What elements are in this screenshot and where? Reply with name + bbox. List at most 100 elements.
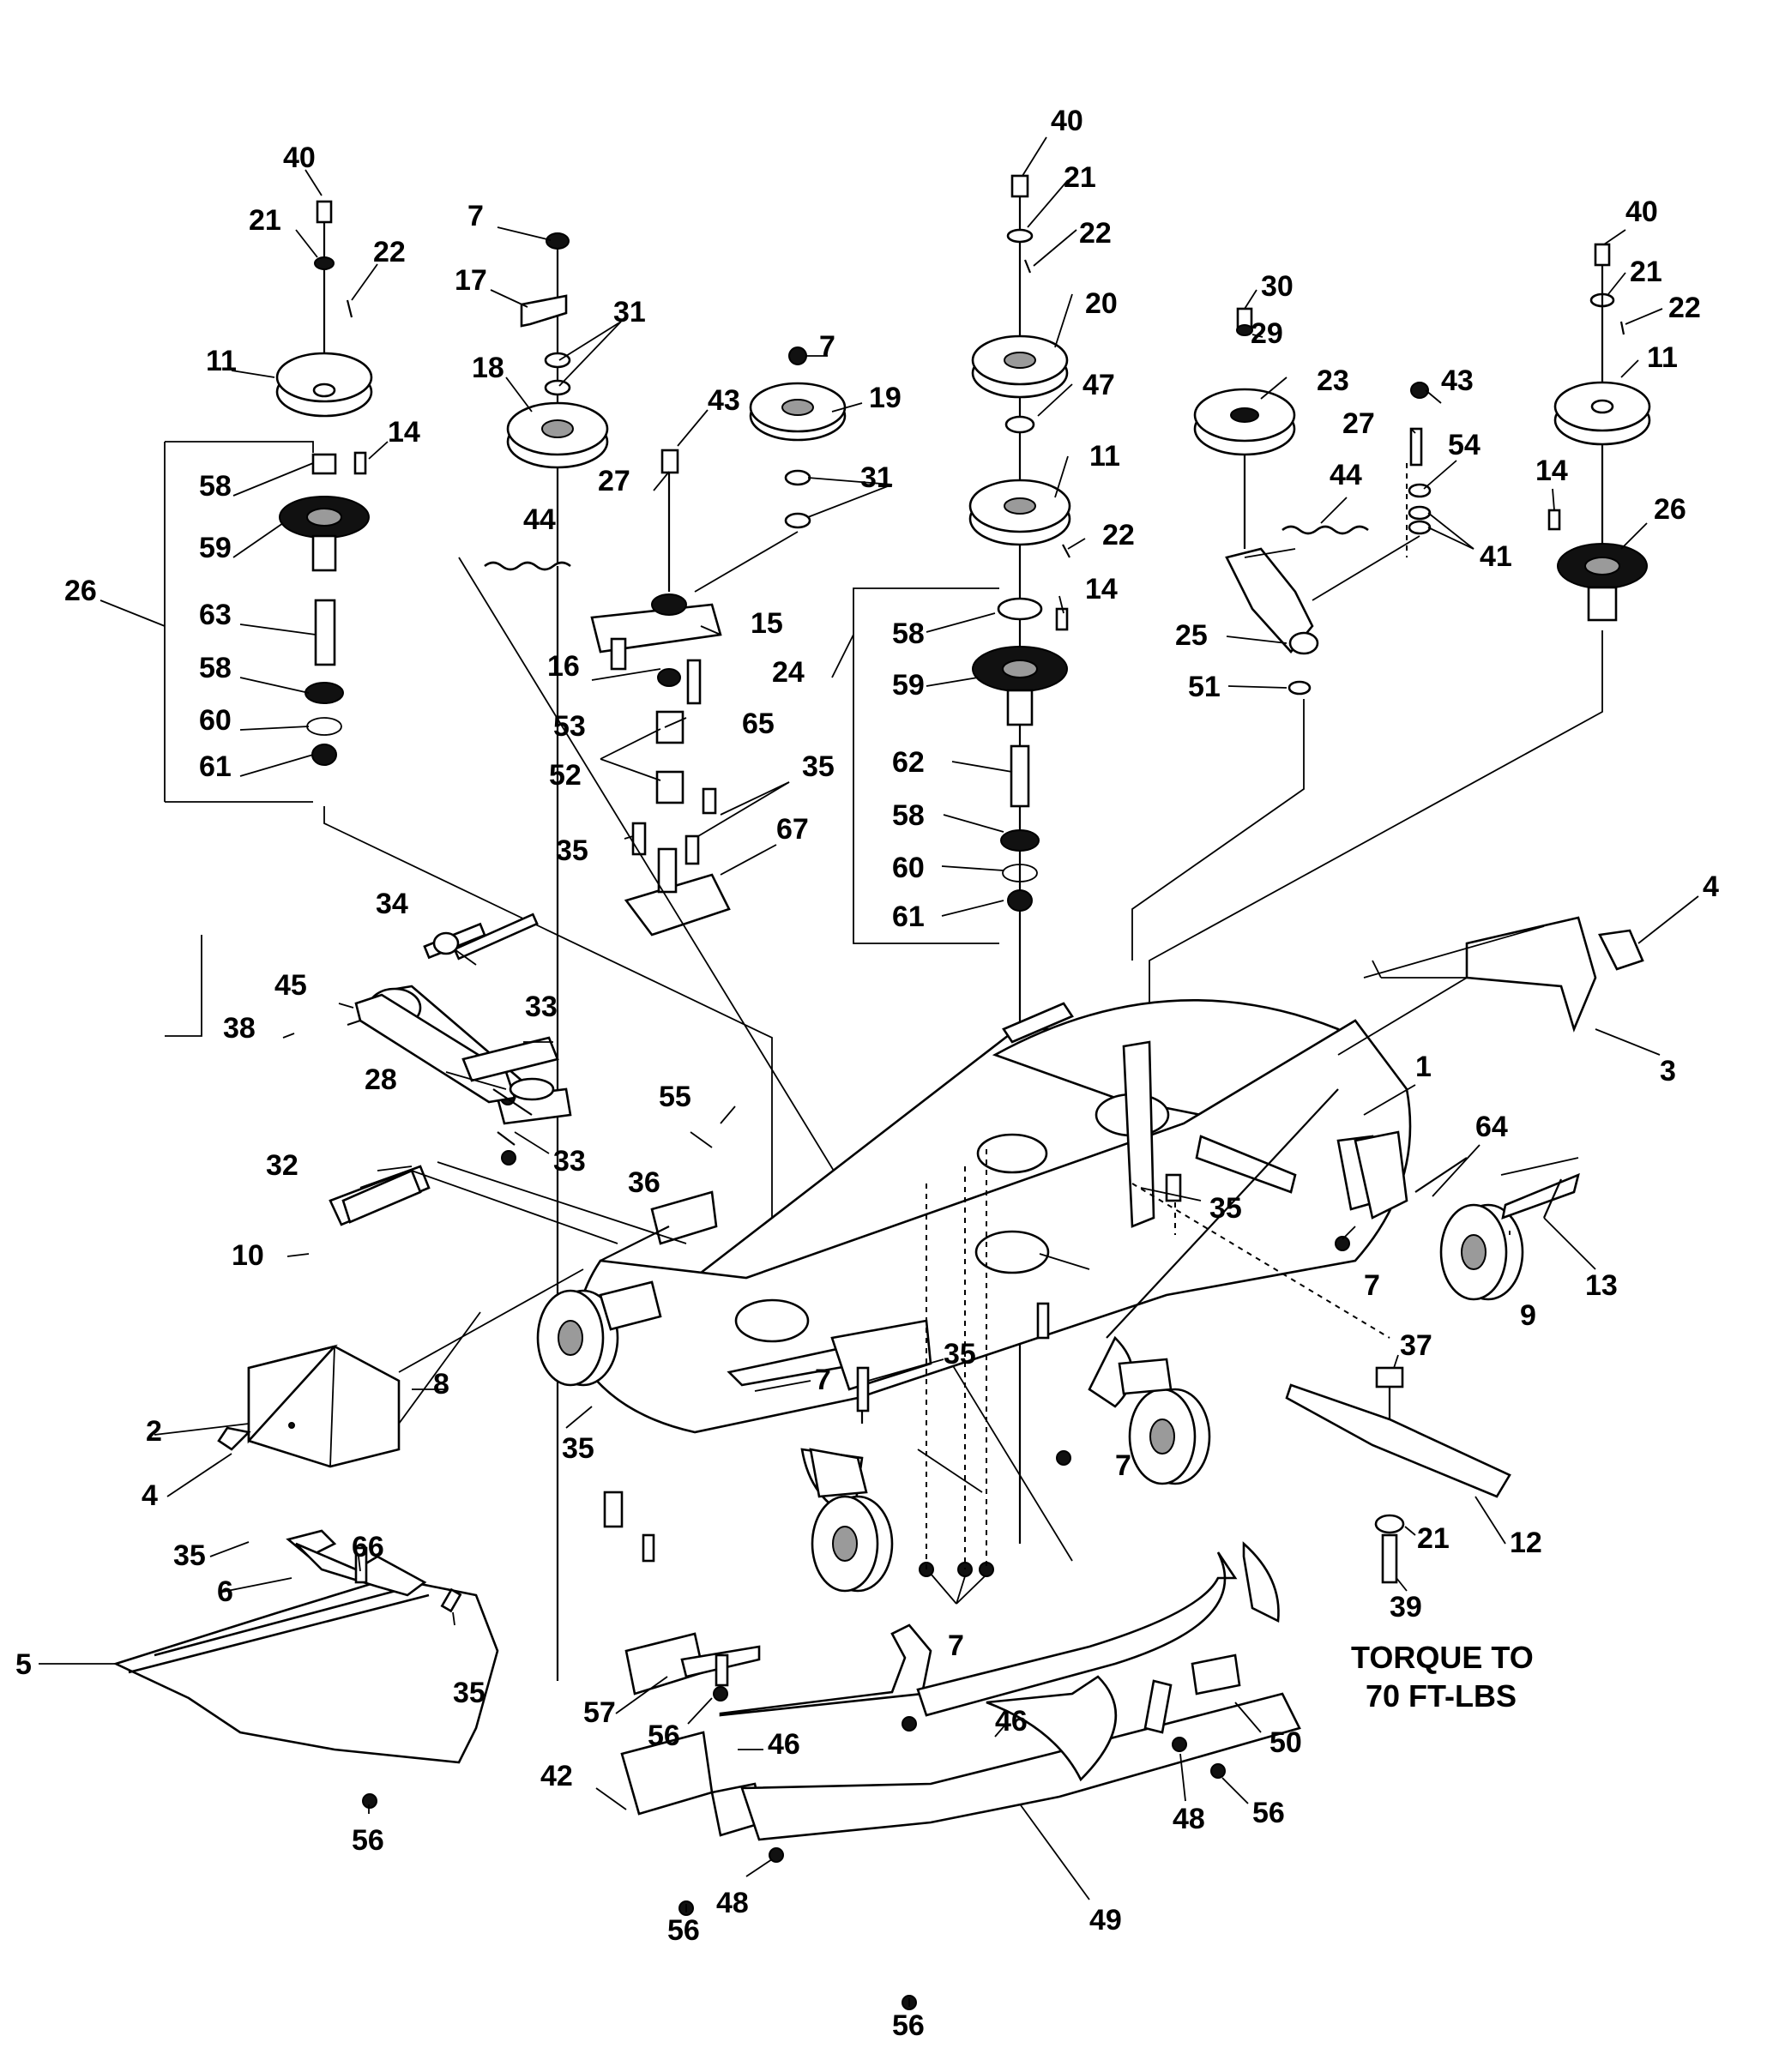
label: 26 bbox=[1654, 493, 1686, 526]
label: 41 bbox=[1480, 540, 1512, 573]
torque-note-line1: TORQUE TO bbox=[1351, 1640, 1534, 1675]
label: 49 bbox=[1089, 1904, 1122, 1936]
center-spindle-assembly bbox=[853, 174, 1071, 1544]
label: 48 bbox=[1173, 1803, 1205, 1835]
label: 1 bbox=[1415, 1051, 1432, 1083]
label: 58 bbox=[892, 617, 925, 650]
label: 22 bbox=[1079, 217, 1112, 250]
left-spindle-assembly bbox=[164, 200, 773, 1338]
label: 42 bbox=[540, 1760, 573, 1792]
label: 12 bbox=[1510, 1527, 1542, 1559]
label: 22 bbox=[1102, 519, 1135, 551]
label: 60 bbox=[199, 704, 232, 737]
label: 21 bbox=[1630, 256, 1662, 288]
mower-deck bbox=[576, 999, 1412, 1520]
label: 3 bbox=[1660, 1055, 1676, 1087]
discharge-cover bbox=[1337, 916, 1644, 1056]
label: 45 bbox=[274, 969, 307, 1002]
label: 57 bbox=[583, 1696, 616, 1729]
label: 7 bbox=[819, 330, 835, 363]
label: 55 bbox=[659, 1081, 691, 1113]
label: 14 bbox=[388, 416, 420, 449]
label: 25 bbox=[1175, 619, 1208, 652]
label: 7 bbox=[467, 200, 484, 232]
label: 53 bbox=[553, 710, 586, 743]
label: 39 bbox=[1390, 1591, 1422, 1623]
label: 31 bbox=[613, 296, 646, 328]
label: 23 bbox=[1317, 364, 1349, 397]
label: 21 bbox=[249, 204, 281, 237]
lift-bar bbox=[341, 913, 618, 1244]
label: 22 bbox=[1668, 292, 1701, 324]
idler-assembly bbox=[458, 232, 1073, 1681]
label: 35 bbox=[944, 1338, 976, 1370]
right-idler-assembly bbox=[1131, 307, 1432, 961]
label: 37 bbox=[1400, 1329, 1432, 1362]
label: 11 bbox=[206, 345, 237, 377]
label: 35 bbox=[562, 1432, 594, 1465]
label: 11 bbox=[1089, 440, 1120, 473]
label: 13 bbox=[1585, 1269, 1618, 1302]
callout-labels: 40 21 22 11 14 58 59 26 63 58 60 61 7 17… bbox=[15, 105, 1719, 2042]
label: 60 bbox=[892, 852, 925, 884]
label: 58 bbox=[892, 799, 925, 832]
label: 18 bbox=[472, 352, 504, 384]
label: 2 bbox=[146, 1415, 162, 1448]
label: 47 bbox=[1082, 369, 1115, 401]
label: 56 bbox=[648, 1720, 680, 1752]
label: 51 bbox=[1188, 671, 1221, 703]
label: 21 bbox=[1064, 161, 1096, 194]
label: 35 bbox=[453, 1677, 485, 1709]
label: 44 bbox=[523, 503, 556, 536]
caster-wheels bbox=[536, 1135, 1524, 1593]
label: 59 bbox=[199, 532, 232, 564]
label: 58 bbox=[199, 652, 232, 684]
label: 7 bbox=[1115, 1449, 1131, 1482]
label: 52 bbox=[549, 759, 582, 792]
label: 61 bbox=[892, 900, 925, 933]
label: 48 bbox=[716, 1887, 749, 1919]
label: 20 bbox=[1085, 287, 1118, 320]
label: 10 bbox=[232, 1239, 264, 1272]
label: 34 bbox=[376, 888, 408, 920]
label: 27 bbox=[598, 465, 630, 497]
label: 17 bbox=[455, 264, 487, 297]
label: 65 bbox=[742, 708, 775, 740]
label: 22 bbox=[373, 236, 406, 268]
label: 38 bbox=[223, 1012, 256, 1045]
label: 33 bbox=[553, 1145, 586, 1178]
label: 26 bbox=[64, 575, 97, 607]
label: 40 bbox=[1051, 105, 1083, 137]
label: 50 bbox=[1269, 1726, 1302, 1759]
label: 31 bbox=[860, 461, 893, 494]
label: 56 bbox=[667, 1914, 700, 1947]
label: 66 bbox=[352, 1531, 384, 1563]
torque-note-line2: 70 FT-LBS bbox=[1366, 1678, 1517, 1714]
blade bbox=[1285, 1366, 1511, 1584]
label: 33 bbox=[525, 991, 558, 1023]
label: 29 bbox=[1251, 317, 1283, 350]
label: 15 bbox=[751, 607, 783, 640]
label: 46 bbox=[768, 1728, 800, 1761]
label: 19 bbox=[869, 382, 902, 414]
label: 59 bbox=[892, 669, 925, 702]
label: 30 bbox=[1261, 270, 1294, 303]
baffles bbox=[599, 1280, 1301, 1841]
label: 7 bbox=[948, 1629, 964, 1662]
label: 14 bbox=[1085, 573, 1118, 605]
label: 36 bbox=[628, 1166, 660, 1199]
right-spindle-assembly bbox=[1149, 243, 1651, 1003]
label: 7 bbox=[815, 1364, 831, 1396]
label: 9 bbox=[1520, 1299, 1536, 1332]
label: 40 bbox=[283, 142, 316, 174]
label: 58 bbox=[199, 470, 232, 503]
label: 4 bbox=[1703, 870, 1719, 903]
label: 61 bbox=[199, 750, 232, 783]
label: 35 bbox=[556, 834, 588, 867]
label: 5 bbox=[15, 1648, 32, 1681]
hardware bbox=[603, 925, 1545, 2010]
label: 4 bbox=[142, 1479, 158, 1512]
label: 67 bbox=[776, 813, 809, 846]
